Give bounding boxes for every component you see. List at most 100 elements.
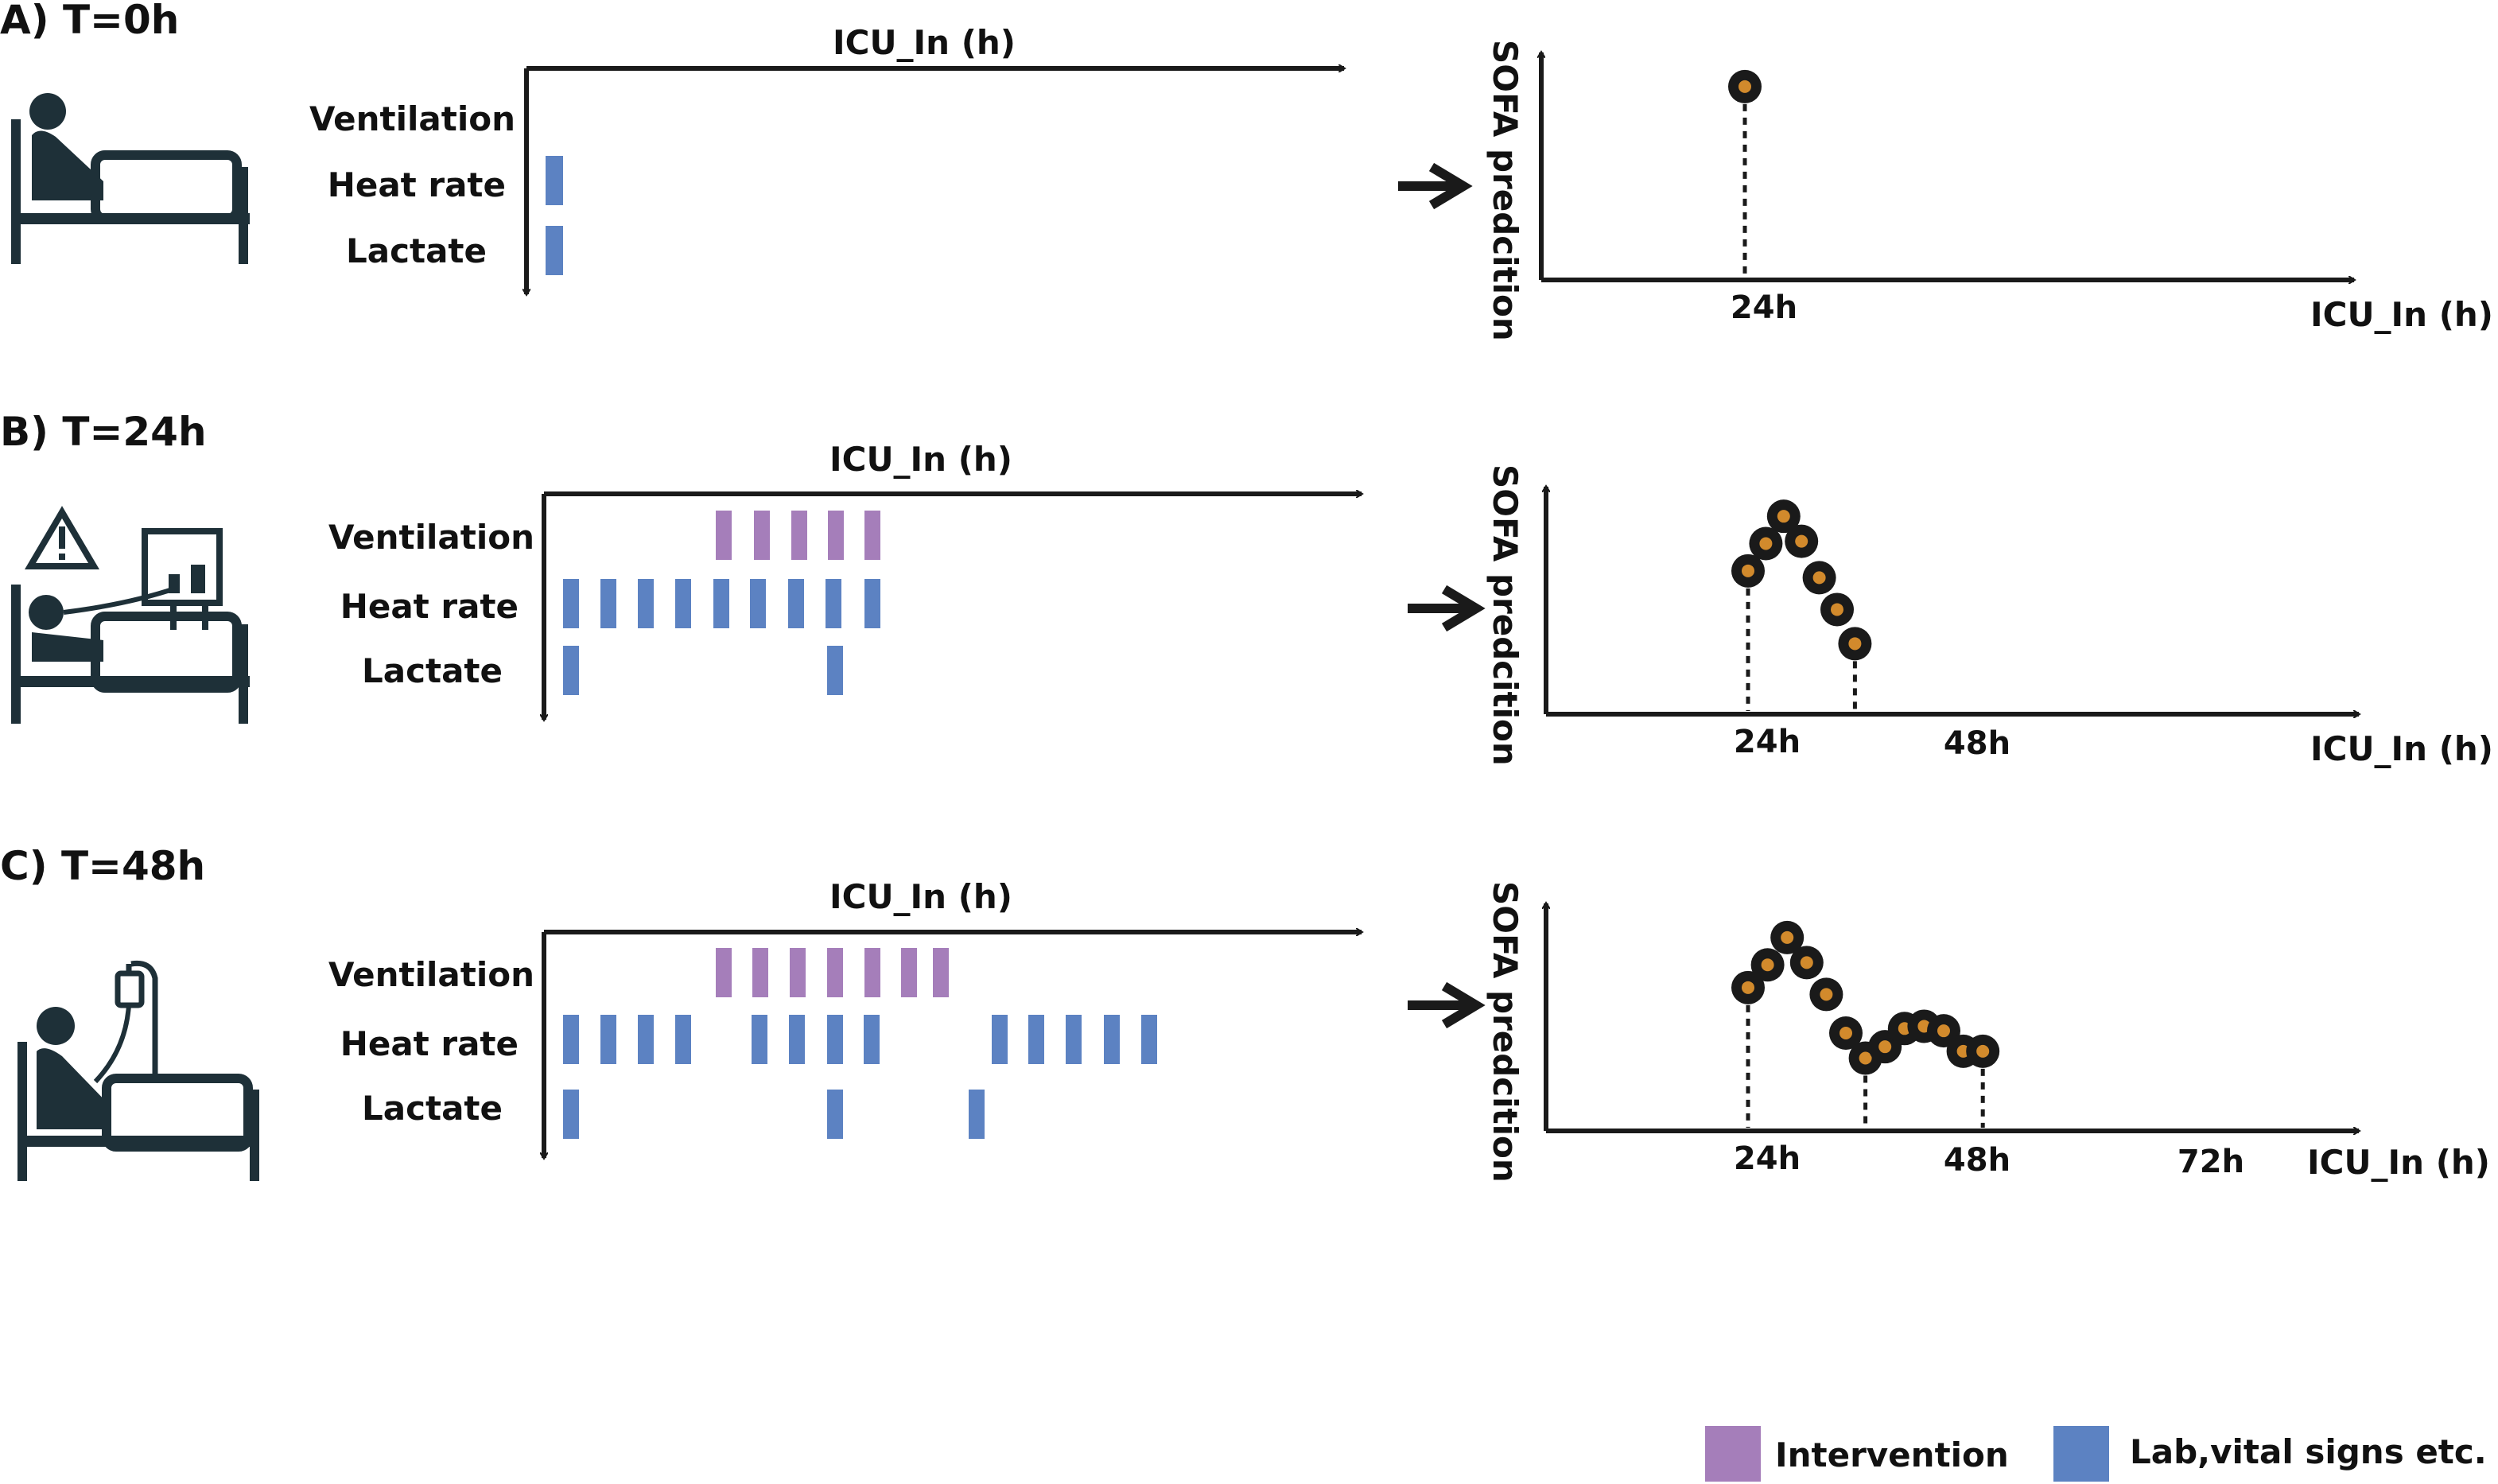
intervention-marker	[828, 511, 844, 560]
event-markers	[563, 511, 880, 695]
prediction-point-core	[1859, 1051, 1872, 1065]
panel-b: B) T=24h ICU_In (h) Ventilation Heat rat…	[0, 409, 2493, 768]
legend: Intervention Lab,vital signs etc.	[1705, 1426, 2487, 1482]
row-label-ventilation: Ventilation	[309, 99, 515, 138]
lab-marker	[750, 579, 766, 628]
lab-marker	[992, 1015, 1008, 1064]
intervention-marker	[864, 948, 880, 997]
sofa-chart-a: SOFA predcition ICU_In (h) 24h	[1486, 40, 2493, 341]
prediction-point-core	[1738, 80, 1751, 93]
prediction-point-core	[1761, 958, 1774, 972]
lab-marker	[827, 1015, 843, 1064]
prediction-point-core	[1812, 571, 1826, 585]
lab-marker	[1104, 1015, 1120, 1064]
prediction-point-core	[1742, 981, 1754, 994]
lab-marker	[1028, 1015, 1044, 1064]
timeline-axis-label: ICU_In (h)	[833, 23, 1016, 62]
lab-marker	[1066, 1015, 1082, 1064]
prediction-points	[1731, 499, 1872, 711]
panel-title: C) T=48h	[0, 843, 205, 889]
lab-marker	[789, 1015, 805, 1064]
tick-label-24h: 24h	[1734, 724, 1801, 760]
intervention-marker	[754, 511, 770, 560]
lab-marker	[563, 1090, 579, 1139]
lab-marker	[563, 646, 579, 695]
patient-bed-icon	[11, 93, 250, 264]
lab-marker	[675, 1015, 691, 1064]
prediction-point-core	[1820, 988, 1833, 1001]
tick-label-24h: 24h	[1734, 1140, 1801, 1177]
lab-marker	[638, 1015, 654, 1064]
lab-marker	[563, 1015, 579, 1064]
lab-marker	[827, 1090, 843, 1139]
prediction-point-core	[1781, 930, 1794, 944]
chart-y-label: SOFA predcition	[1486, 40, 1525, 341]
lab-marker	[1141, 1015, 1157, 1064]
prediction-point-core	[1777, 510, 1790, 523]
row-label-heart-rate: Heat rate	[328, 165, 506, 204]
iv-drip-patient-icon	[17, 960, 259, 1181]
prediction-point-core	[1800, 956, 1813, 969]
arrow-right-icon	[1408, 981, 1486, 1029]
row-label-lactate: Lactate	[362, 651, 503, 690]
lab-marker	[826, 579, 841, 628]
intervention-marker	[790, 948, 806, 997]
intervention-marker	[716, 511, 732, 560]
prediction-points	[1731, 920, 2000, 1128]
prediction-points	[1728, 69, 1762, 277]
lab-marker	[864, 1015, 880, 1064]
panel-a: A) T=0h ICU_In (h) Ventilation Heat rate…	[0, 0, 2493, 341]
lab-marker	[675, 579, 691, 628]
lab-marker	[827, 646, 843, 695]
intervention-marker	[901, 948, 917, 997]
row-label-ventilation: Ventilation	[328, 518, 534, 557]
timeline-axis-label: ICU_In (h)	[829, 877, 1012, 916]
chart-x-label: ICU_In (h)	[2307, 1143, 2490, 1182]
intervention-marker	[791, 511, 807, 560]
chart-x-label: ICU_In (h)	[2310, 729, 2493, 768]
chart-x-label: ICU_In (h)	[2310, 295, 2493, 334]
panel-title: A) T=0h	[0, 0, 179, 43]
event-markers	[563, 948, 1157, 1139]
sofa-chart-b: SOFA predcition ICU_In (h) 24h 48h	[1486, 464, 2493, 768]
tick-label-24h: 24h	[1731, 289, 1797, 326]
prediction-point-core	[1759, 537, 1773, 550]
prediction-point-core	[1742, 564, 1754, 577]
prediction-point-core	[1878, 1040, 1892, 1054]
tick-label-72h: 72h	[2177, 1144, 2244, 1180]
lab-marker	[752, 1015, 767, 1064]
prediction-point-core	[1848, 637, 1862, 651]
prediction-point-core	[1937, 1024, 1950, 1038]
intervention-marker	[827, 948, 843, 997]
lab-marker	[546, 226, 563, 275]
legend-label-intervention: Intervention	[1775, 1435, 2009, 1474]
tick-label-48h: 48h	[1944, 1142, 2010, 1179]
lab-marker	[864, 579, 880, 628]
lab-marker	[546, 156, 563, 205]
intervention-marker	[864, 511, 880, 560]
legend-label-lab: Lab,vital signs etc.	[2130, 1432, 2487, 1471]
lab-marker	[600, 579, 616, 628]
panel-c: C) T=48h ICU_In (h) Ventilation Heat rat…	[0, 843, 2490, 1183]
tick-label-48h: 48h	[1944, 725, 2010, 762]
row-label-lactate: Lactate	[346, 231, 487, 270]
legend-swatch-lab	[2053, 1426, 2109, 1482]
lab-marker	[563, 579, 579, 628]
intervention-marker	[716, 948, 732, 997]
chart-y-label: SOFA predcition	[1486, 464, 1525, 766]
ventilator-patient-icon	[11, 506, 250, 724]
lab-marker	[969, 1090, 985, 1139]
prediction-point-core	[1831, 603, 1843, 616]
lab-marker	[638, 579, 654, 628]
prediction-point-core	[1795, 534, 1808, 548]
intervention-marker	[933, 948, 949, 997]
row-label-heart-rate: Heat rate	[340, 1024, 519, 1063]
panel-title: B) T=24h	[0, 409, 207, 455]
timeline-axis-label: ICU_In (h)	[829, 440, 1012, 479]
arrow-right-icon	[1408, 585, 1486, 632]
row-label-heart-rate: Heat rate	[340, 587, 519, 626]
legend-swatch-intervention	[1705, 1426, 1761, 1482]
row-label-ventilation: Ventilation	[328, 955, 534, 994]
chart-y-label: SOFA predcition	[1486, 881, 1525, 1183]
